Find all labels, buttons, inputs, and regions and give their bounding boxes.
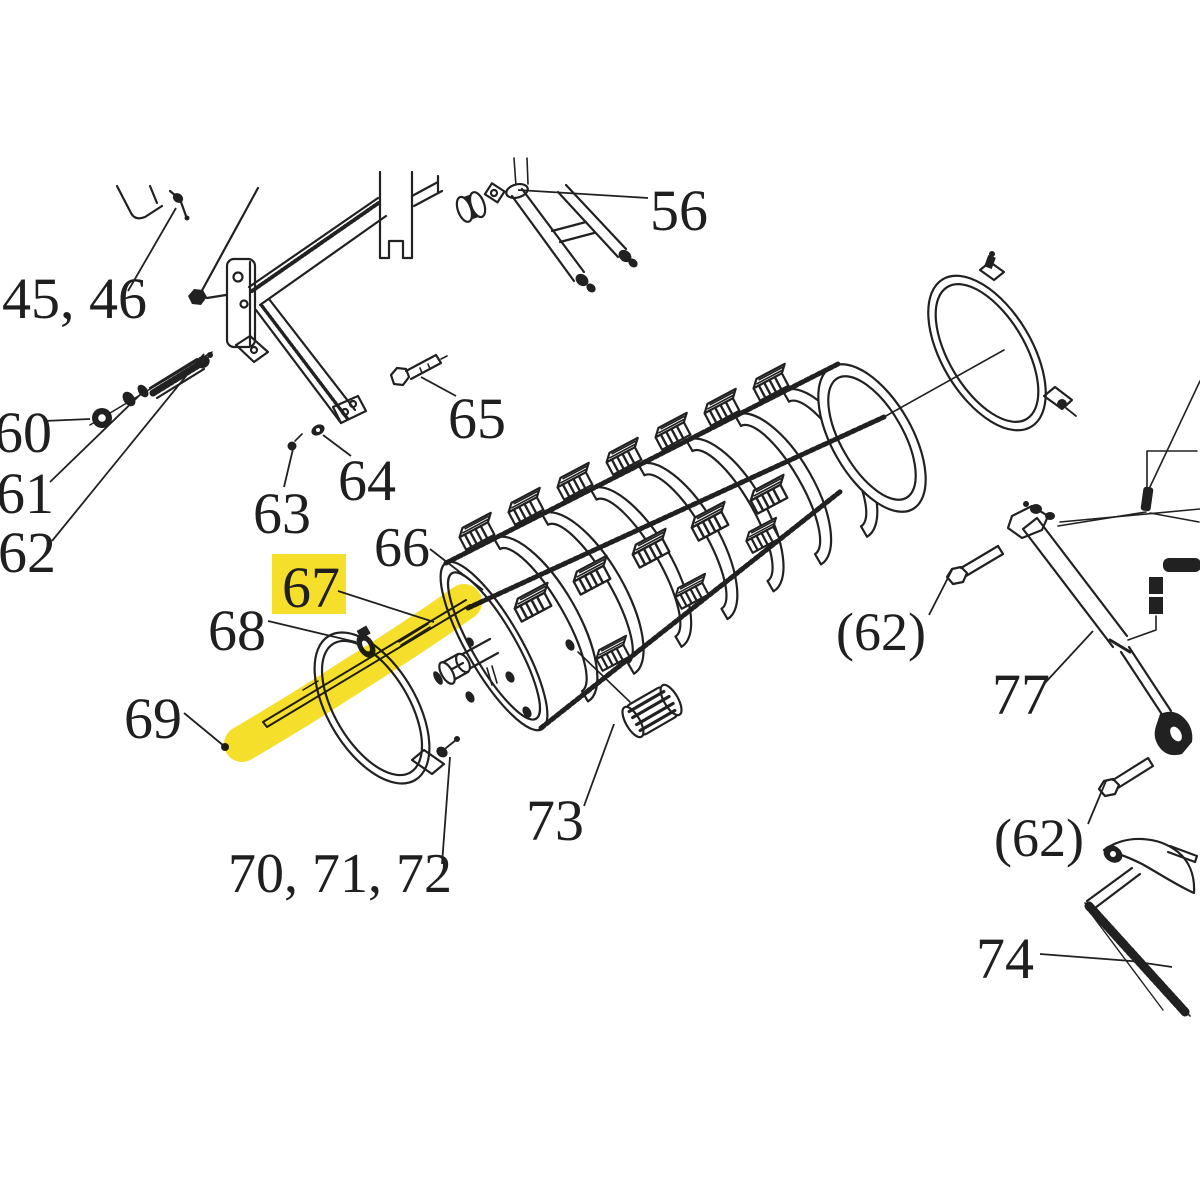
leader-line-64 — [322, 434, 352, 457]
part-callout-62[interactable]: 62 — [0, 520, 56, 585]
washer-63 — [287, 433, 303, 451]
leader-line-73 — [583, 723, 615, 807]
hook-bracket — [115, 184, 164, 220]
part-callout-65[interactable]: 65 — [448, 386, 506, 451]
part-callout-56[interactable]: 56 — [650, 178, 708, 243]
clamp-ring-right — [927, 251, 1077, 432]
yoke-assembly-56 — [455, 157, 638, 293]
leader-line-62 — [51, 353, 205, 542]
leader-line-63 — [283, 448, 294, 488]
leader-line-62-right — [928, 567, 954, 616]
leader-line-56 — [517, 189, 649, 199]
highlight-box-part-67 — [272, 554, 346, 614]
part-callout-66[interactable]: 66 — [374, 517, 430, 579]
part-callout-45-46[interactable]: 45, 46 — [2, 266, 147, 331]
leader-line-68 — [267, 620, 357, 643]
leader-line-66 — [429, 548, 484, 591]
link-cylinder-77 — [1006, 380, 1200, 756]
part-callout-74[interactable]: 74 — [976, 926, 1034, 991]
leader-line-65 — [420, 376, 457, 397]
part-callout-64[interactable]: 64 — [338, 448, 396, 513]
leader-line-61 — [49, 388, 147, 483]
assembly-line-73 — [577, 651, 631, 703]
part-callout-63[interactable]: 63 — [253, 481, 311, 546]
leader-line-74 — [1039, 953, 1173, 968]
part-callout-62-right[interactable]: (62) — [836, 602, 926, 662]
roller-wheel — [455, 191, 487, 223]
leader-line-67 — [337, 590, 435, 623]
leader-line-69 — [183, 712, 225, 747]
part-callout-67[interactable]: 67 — [282, 555, 340, 620]
leader-line-62-lower — [1087, 780, 1107, 825]
bolt-head — [188, 289, 207, 305]
part-callout-61[interactable]: 61 — [0, 461, 54, 526]
frame-tube — [378, 170, 414, 260]
highlight-layer — [224, 584, 482, 762]
roller-drum-66 — [433, 349, 1005, 732]
part-callout-73[interactable]: 73 — [526, 788, 584, 853]
part-callout-60[interactable]: 60 — [0, 400, 52, 465]
clamp-ring-70-71-72 — [313, 631, 460, 785]
part-callout-70-71-72[interactable]: 70, 71, 72 — [228, 843, 452, 905]
bolt-62-right — [945, 544, 1005, 586]
spacer-73 — [621, 683, 683, 739]
leader-line-77 — [1043, 630, 1094, 685]
scraper-bar-74 — [1084, 837, 1199, 1018]
leader-line-70-71-72 — [441, 756, 451, 865]
spring-bolt-group-60-61-62 — [89, 351, 213, 428]
part-callout-68[interactable]: 68 — [208, 598, 266, 663]
frame-assembly — [115, 170, 444, 425]
part-callout-62-lower[interactable]: (62) — [994, 808, 1084, 868]
pin-45-46 — [168, 189, 190, 221]
washer-64 — [311, 424, 325, 436]
leader-line-45-46 — [127, 207, 177, 292]
drum-axis-line — [883, 349, 1005, 418]
drum-hub-shaft-stub — [433, 637, 500, 685]
spring-62 — [148, 352, 213, 400]
mount-bracket — [225, 257, 270, 364]
foot-bracket — [331, 394, 368, 425]
leader-line-60 — [43, 418, 91, 422]
part-callout-77[interactable]: 77 — [992, 662, 1050, 727]
highlight-swath-part-67 — [224, 584, 482, 762]
bolt-62-lower — [1097, 756, 1155, 798]
bolt-65 — [389, 353, 448, 387]
part-callout-69[interactable]: 69 — [124, 686, 182, 751]
